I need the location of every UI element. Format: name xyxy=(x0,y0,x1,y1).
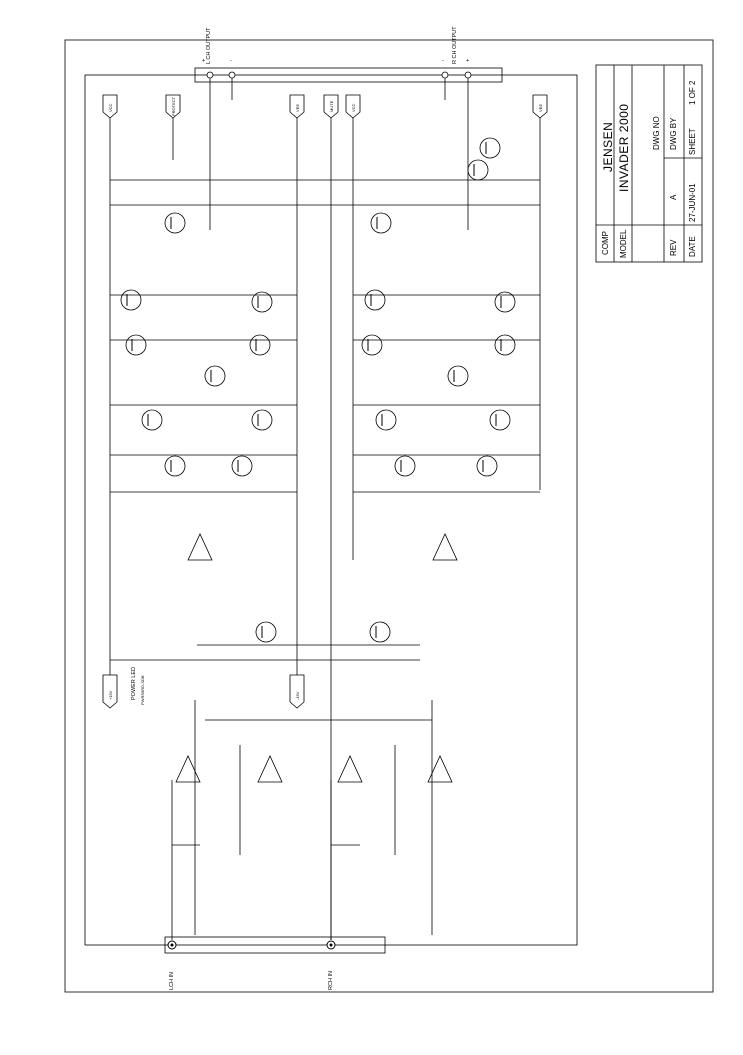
minus15v-tag xyxy=(289,674,305,709)
transistor-symbol xyxy=(447,365,469,387)
transistor-symbol xyxy=(375,409,397,431)
opamp-symbol xyxy=(175,755,201,783)
transistor-symbol xyxy=(204,365,226,387)
transistor-symbol xyxy=(249,334,271,356)
plus15v-label: +15V xyxy=(108,690,113,700)
model-label: MODEL xyxy=(619,229,628,258)
rev-label: REV xyxy=(669,239,678,256)
vee-right-tag xyxy=(532,94,548,119)
opamp-symbol xyxy=(257,755,283,783)
transistor-symbol xyxy=(489,409,511,431)
power-led-label: POWER LED xyxy=(131,666,137,700)
transistor-symbol xyxy=(164,455,186,477)
rev-value: A xyxy=(669,194,678,200)
mute-tag xyxy=(323,94,339,119)
input-terminal-strip xyxy=(164,936,386,954)
dwg-no-label: DWG NO xyxy=(652,116,661,150)
transistor-symbol xyxy=(255,621,277,643)
date-label: DATE xyxy=(688,236,697,257)
lch-minus-sign: - xyxy=(230,58,232,64)
transistor-symbol xyxy=(141,409,163,431)
transistor-symbol xyxy=(364,289,386,311)
model-value: INVADER 2000 xyxy=(617,103,631,192)
rch-plus-sign: + xyxy=(466,58,470,64)
opamp-symbol xyxy=(337,755,363,783)
outer-border xyxy=(64,39,714,993)
lch-in-label: LCH IN xyxy=(169,971,175,990)
vee-left-label: VEE xyxy=(295,103,300,112)
sheet-label: SHEET xyxy=(688,128,697,155)
transistor-symbol xyxy=(125,334,147,356)
rch-output-minus-terminal xyxy=(441,71,449,79)
output-terminal-strip xyxy=(194,67,503,83)
transistor-symbol xyxy=(369,621,391,643)
transistor-symbol xyxy=(394,455,416,477)
date-value: 27-JUN-01 xyxy=(688,183,697,222)
comp-value: JENSEN xyxy=(601,121,615,172)
lch-output-minus-terminal xyxy=(228,71,236,79)
protect-tag xyxy=(165,94,181,119)
rch-output-label: R CH OUTPUT xyxy=(452,26,458,64)
mute-label: MUTE xyxy=(329,100,334,112)
vcc-right-tag xyxy=(345,94,361,119)
rch-minus-sign: - xyxy=(442,58,444,64)
transistor-symbol xyxy=(164,212,186,234)
lch-output-label: L CH OUTPUT xyxy=(206,27,212,64)
title-block xyxy=(595,64,703,263)
transistor-symbol xyxy=(251,409,273,431)
comp-label: COMP xyxy=(601,231,610,255)
opamp-symbol xyxy=(187,533,213,561)
dwg-by-label: DWG BY xyxy=(669,117,678,150)
transistor-symbol xyxy=(120,289,142,311)
transistor-symbol xyxy=(479,137,501,159)
opamp-symbol xyxy=(427,755,453,783)
vee-right-label: VEE xyxy=(538,103,543,112)
minus15v-label: -15V xyxy=(295,691,300,700)
transistor-symbol xyxy=(251,291,273,313)
transistor-symbol xyxy=(231,455,253,477)
lch-output-plus-terminal xyxy=(206,71,214,79)
rch-output-plus-terminal xyxy=(464,71,472,79)
transistor-symbol xyxy=(476,455,498,477)
protect-label: PROTECT xyxy=(171,96,176,116)
lch-plus-sign: + xyxy=(202,58,206,64)
opamp-symbol xyxy=(432,533,458,561)
transistor-symbol xyxy=(370,212,392,234)
vee-left-tag xyxy=(289,94,305,119)
transistor-symbol xyxy=(361,334,383,356)
sheet-value: 1 OF 2 xyxy=(688,80,697,105)
plus15v-tag xyxy=(102,674,118,709)
rch-in-label: RCH IN xyxy=(328,971,334,990)
transistor-symbol xyxy=(494,291,516,313)
rails xyxy=(109,78,541,940)
vcc-right-label: VCC xyxy=(351,103,356,112)
vcc-left-label: VCC xyxy=(108,103,113,112)
transistor-symbol xyxy=(494,334,516,356)
power-led-part: PWRS5RD-SDB xyxy=(140,675,145,705)
vcc-left-tag xyxy=(102,94,118,119)
transistor-symbol xyxy=(467,159,489,181)
